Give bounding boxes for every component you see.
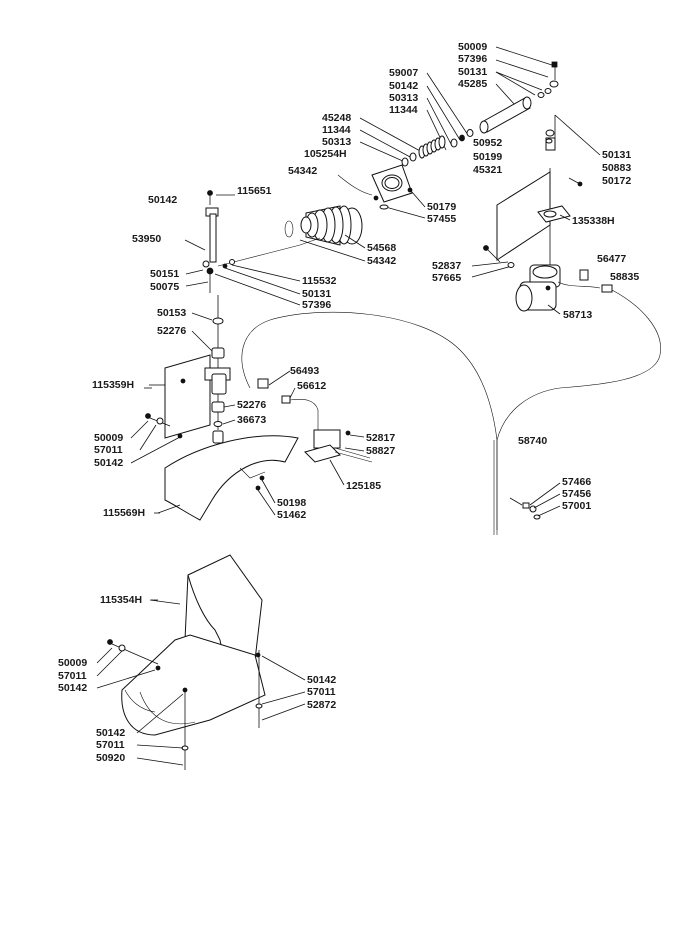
shield [157, 435, 299, 521]
label-115354H: 115354H [100, 594, 142, 606]
shaft-assembly [130, 295, 236, 464]
label-58740: 58740 [518, 435, 547, 447]
label-57001: 57001 [562, 500, 591, 512]
label-50142: 50142 [96, 727, 125, 739]
label-50131: 50131 [602, 149, 631, 161]
label-45285: 45285 [458, 78, 487, 90]
switch-connectors [257, 370, 319, 430]
label-51462: 51462 [277, 509, 306, 521]
label-50009: 50009 [94, 432, 123, 444]
label-59007: 59007 [389, 67, 418, 79]
label-52817: 52817 [366, 432, 395, 444]
label-57011: 57011 [96, 739, 125, 751]
label-52276: 52276 [157, 325, 186, 337]
label-52837: 52837 [432, 260, 461, 272]
label-57396: 57396 [458, 53, 487, 65]
label-50151: 50151 [150, 268, 179, 280]
label-57396: 57396 [302, 299, 331, 311]
label-105254H: 105254H [304, 148, 347, 160]
label-50009: 50009 [58, 657, 87, 669]
cable-fasteners [509, 482, 561, 520]
label-56493: 56493 [290, 365, 319, 377]
label-50883: 50883 [602, 162, 631, 174]
label-50142: 50142 [307, 674, 336, 686]
label-57456: 57456 [562, 488, 591, 500]
label-11344: 11344 [389, 104, 418, 116]
boot-bracket [337, 164, 426, 219]
label-50199: 50199 [473, 151, 502, 163]
label-115359H: 115359H [92, 379, 134, 391]
label-125185: 125185 [346, 480, 381, 492]
label-11344: 11344 [322, 124, 351, 136]
label-57011: 57011 [94, 444, 123, 456]
motor-bracket [471, 129, 583, 278]
label-58835: 58835 [610, 271, 639, 283]
label-115651: 115651 [237, 185, 272, 197]
label-50179: 50179 [427, 201, 456, 213]
label-57011: 57011 [58, 670, 87, 682]
label-56612: 56612 [297, 380, 326, 392]
bellows-boot [284, 205, 366, 262]
label-115532: 115532 [302, 275, 337, 287]
cable [241, 289, 661, 535]
label-50198: 50198 [277, 497, 306, 509]
label-50142: 50142 [389, 80, 418, 92]
label-58713: 58713 [563, 309, 592, 321]
motor [515, 264, 613, 315]
label-57011: 57011 [307, 686, 336, 698]
seat-assembly [96, 554, 306, 770]
part-labels: 50009 57396 50131 45285 59007 50142 5031… [58, 41, 639, 764]
label-54568: 54568 [367, 242, 396, 254]
label-50920: 50920 [96, 752, 125, 764]
label-115569H: 115569H [103, 507, 145, 519]
label-45248: 45248 [322, 112, 351, 124]
label-57455: 57455 [427, 213, 456, 225]
label-56477: 56477 [597, 253, 626, 265]
label-50142: 50142 [58, 682, 87, 694]
label-50142: 50142 [148, 194, 177, 206]
label-50131: 50131 [458, 66, 487, 78]
label-57665: 57665 [432, 272, 461, 284]
label-53950: 53950 [132, 233, 161, 245]
label-54342: 54342 [367, 255, 396, 267]
label-54342: 54342 [288, 165, 317, 177]
label-50172: 50172 [602, 175, 631, 187]
label-50153: 50153 [157, 307, 186, 319]
label-52872: 52872 [307, 699, 336, 711]
label-50075: 50075 [150, 281, 179, 293]
label-58827: 58827 [366, 445, 395, 457]
spring [418, 135, 446, 159]
label-50009: 50009 [458, 41, 487, 53]
label-52276: 52276 [237, 399, 266, 411]
label-leader-ticks [144, 387, 160, 601]
label-50142: 50142 [94, 457, 123, 469]
switch-assembly [304, 429, 373, 486]
label-135338H: 135338H [572, 215, 615, 227]
label-50131: 50131 [302, 288, 331, 300]
lever-assembly [184, 190, 321, 306]
tube-assembly [359, 46, 601, 167]
label-57466: 57466 [562, 476, 591, 488]
label-50313: 50313 [389, 92, 418, 104]
label-50952: 50952 [473, 137, 502, 149]
label-36673: 36673 [237, 414, 266, 426]
label-45321: 45321 [473, 164, 502, 176]
label-50313: 50313 [322, 136, 351, 148]
